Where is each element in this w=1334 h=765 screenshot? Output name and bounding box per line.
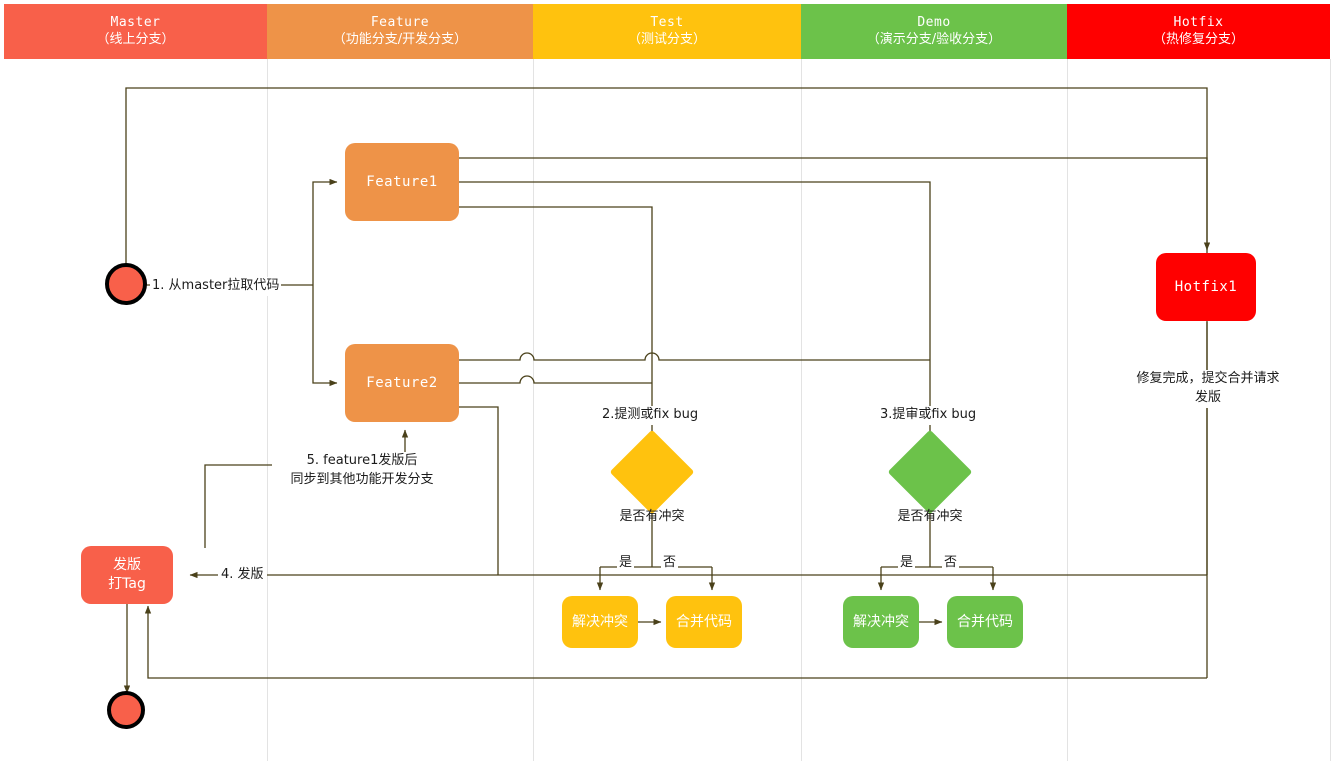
edge-feature1-outer bbox=[459, 157, 1208, 575]
edge-feature2-to-demo bbox=[459, 352, 930, 361]
edge-label-pull-from-master: 1. 从master拉取代码 bbox=[150, 277, 282, 296]
lane-title-en: Master bbox=[110, 15, 161, 31]
edge-master-to-hotfix bbox=[125, 87, 1211, 270]
lane-title-cn: （热修复分支） bbox=[1152, 31, 1244, 47]
edge-label-test-submit: 2.提测或fix bug bbox=[600, 406, 701, 425]
edge-label-sync-line2: 同步到其他功能开发分支 bbox=[290, 471, 434, 487]
lane-divider-hotfix bbox=[1067, 59, 1068, 761]
lane-header-master: Master （线上分支） bbox=[4, 4, 267, 59]
edge-feature1-to-demo-top bbox=[459, 181, 931, 360]
lane-title-cn: （功能分支/开发分支） bbox=[332, 31, 468, 47]
start-node bbox=[105, 263, 147, 305]
node-demo-resolve-label: 解决冲突 bbox=[853, 613, 909, 630]
end-node bbox=[107, 691, 145, 729]
node-demo-merge[interactable]: 合并代码 bbox=[947, 596, 1023, 648]
note-hotfix-line1: 修复完成，提交合并请求 bbox=[1136, 371, 1280, 386]
lane-title-cn: （测试分支） bbox=[627, 31, 706, 47]
node-demo-merge-label: 合并代码 bbox=[957, 613, 1013, 630]
node-test-resolve-label: 解决冲突 bbox=[572, 613, 628, 630]
edge-label-demo-no: 否 bbox=[942, 554, 960, 573]
node-test-merge[interactable]: 合并代码 bbox=[666, 596, 742, 648]
lane-title-en: Demo bbox=[917, 15, 951, 31]
edge-feature1-to-test-top bbox=[459, 206, 653, 360]
lane-header-feature: Feature （功能分支/开发分支） bbox=[267, 4, 533, 59]
lane-divider-demo bbox=[801, 59, 802, 761]
edge-feature2-to-test bbox=[459, 375, 652, 384]
edge-label-demo-submit: 3.提审或fix bug bbox=[878, 406, 979, 425]
edge-bottom-return bbox=[144, 605, 1207, 679]
lane-title-en: Feature bbox=[370, 15, 430, 31]
node-feature1-label: Feature1 bbox=[366, 174, 438, 190]
node-demo-resolve[interactable]: 解决冲突 bbox=[843, 596, 919, 648]
node-demo-decision-label: 是否有冲突 bbox=[897, 509, 963, 524]
node-feature1[interactable]: Feature1 bbox=[345, 143, 459, 221]
lane-divider-test bbox=[533, 59, 534, 761]
node-release-tag[interactable]: 发版 打Tag bbox=[81, 546, 173, 604]
node-release-label-1: 发版 bbox=[113, 557, 141, 574]
edge-feature2-to-release-rail bbox=[459, 406, 499, 575]
lane-title-cn: （演示分支/验收分支） bbox=[866, 31, 1002, 47]
edge-pull-to-feature1 bbox=[312, 178, 338, 285]
lane-title-cn: （线上分支） bbox=[96, 31, 175, 47]
lane-header-demo: Demo （演示分支/验收分支） bbox=[801, 4, 1067, 59]
edge-label-sync: 5. feature1发版后 同步到其他功能开发分支 bbox=[272, 452, 452, 490]
node-feature2[interactable]: Feature2 bbox=[345, 344, 459, 422]
lane-header-test: Test （测试分支） bbox=[533, 4, 801, 59]
lane-title-en: Hotfix bbox=[1173, 15, 1224, 31]
edge-label-release: 4. 发版 bbox=[218, 566, 267, 585]
edge-label-sync-line1: 5. feature1发版后 bbox=[306, 453, 418, 468]
node-hotfix1-label: Hotfix1 bbox=[1174, 279, 1238, 295]
node-feature2-label: Feature2 bbox=[366, 375, 438, 391]
lane-title-en: Test bbox=[650, 15, 684, 31]
node-hotfix1[interactable]: Hotfix1 bbox=[1156, 253, 1256, 321]
edge-pull-to-feature2 bbox=[312, 285, 338, 387]
node-test-resolve[interactable]: 解决冲突 bbox=[562, 596, 638, 648]
edge-label-test-no: 否 bbox=[661, 554, 679, 573]
lane-divider-feature bbox=[267, 59, 268, 761]
node-test-decision-label: 是否有冲突 bbox=[619, 509, 685, 524]
edge-label-demo-yes: 是 bbox=[898, 554, 916, 573]
node-release-label-2: 打Tag bbox=[108, 576, 146, 592]
node-test-merge-label: 合并代码 bbox=[676, 613, 732, 630]
note-hotfix-line2: 发版 bbox=[1194, 389, 1221, 405]
note-hotfix-merge-request: 修复完成，提交合并请求 发版 bbox=[1113, 370, 1303, 408]
lane-header-hotfix: Hotfix （热修复分支） bbox=[1067, 4, 1330, 59]
lane-divider-right-edge bbox=[1330, 59, 1331, 761]
edge-label-test-yes: 是 bbox=[617, 554, 635, 573]
